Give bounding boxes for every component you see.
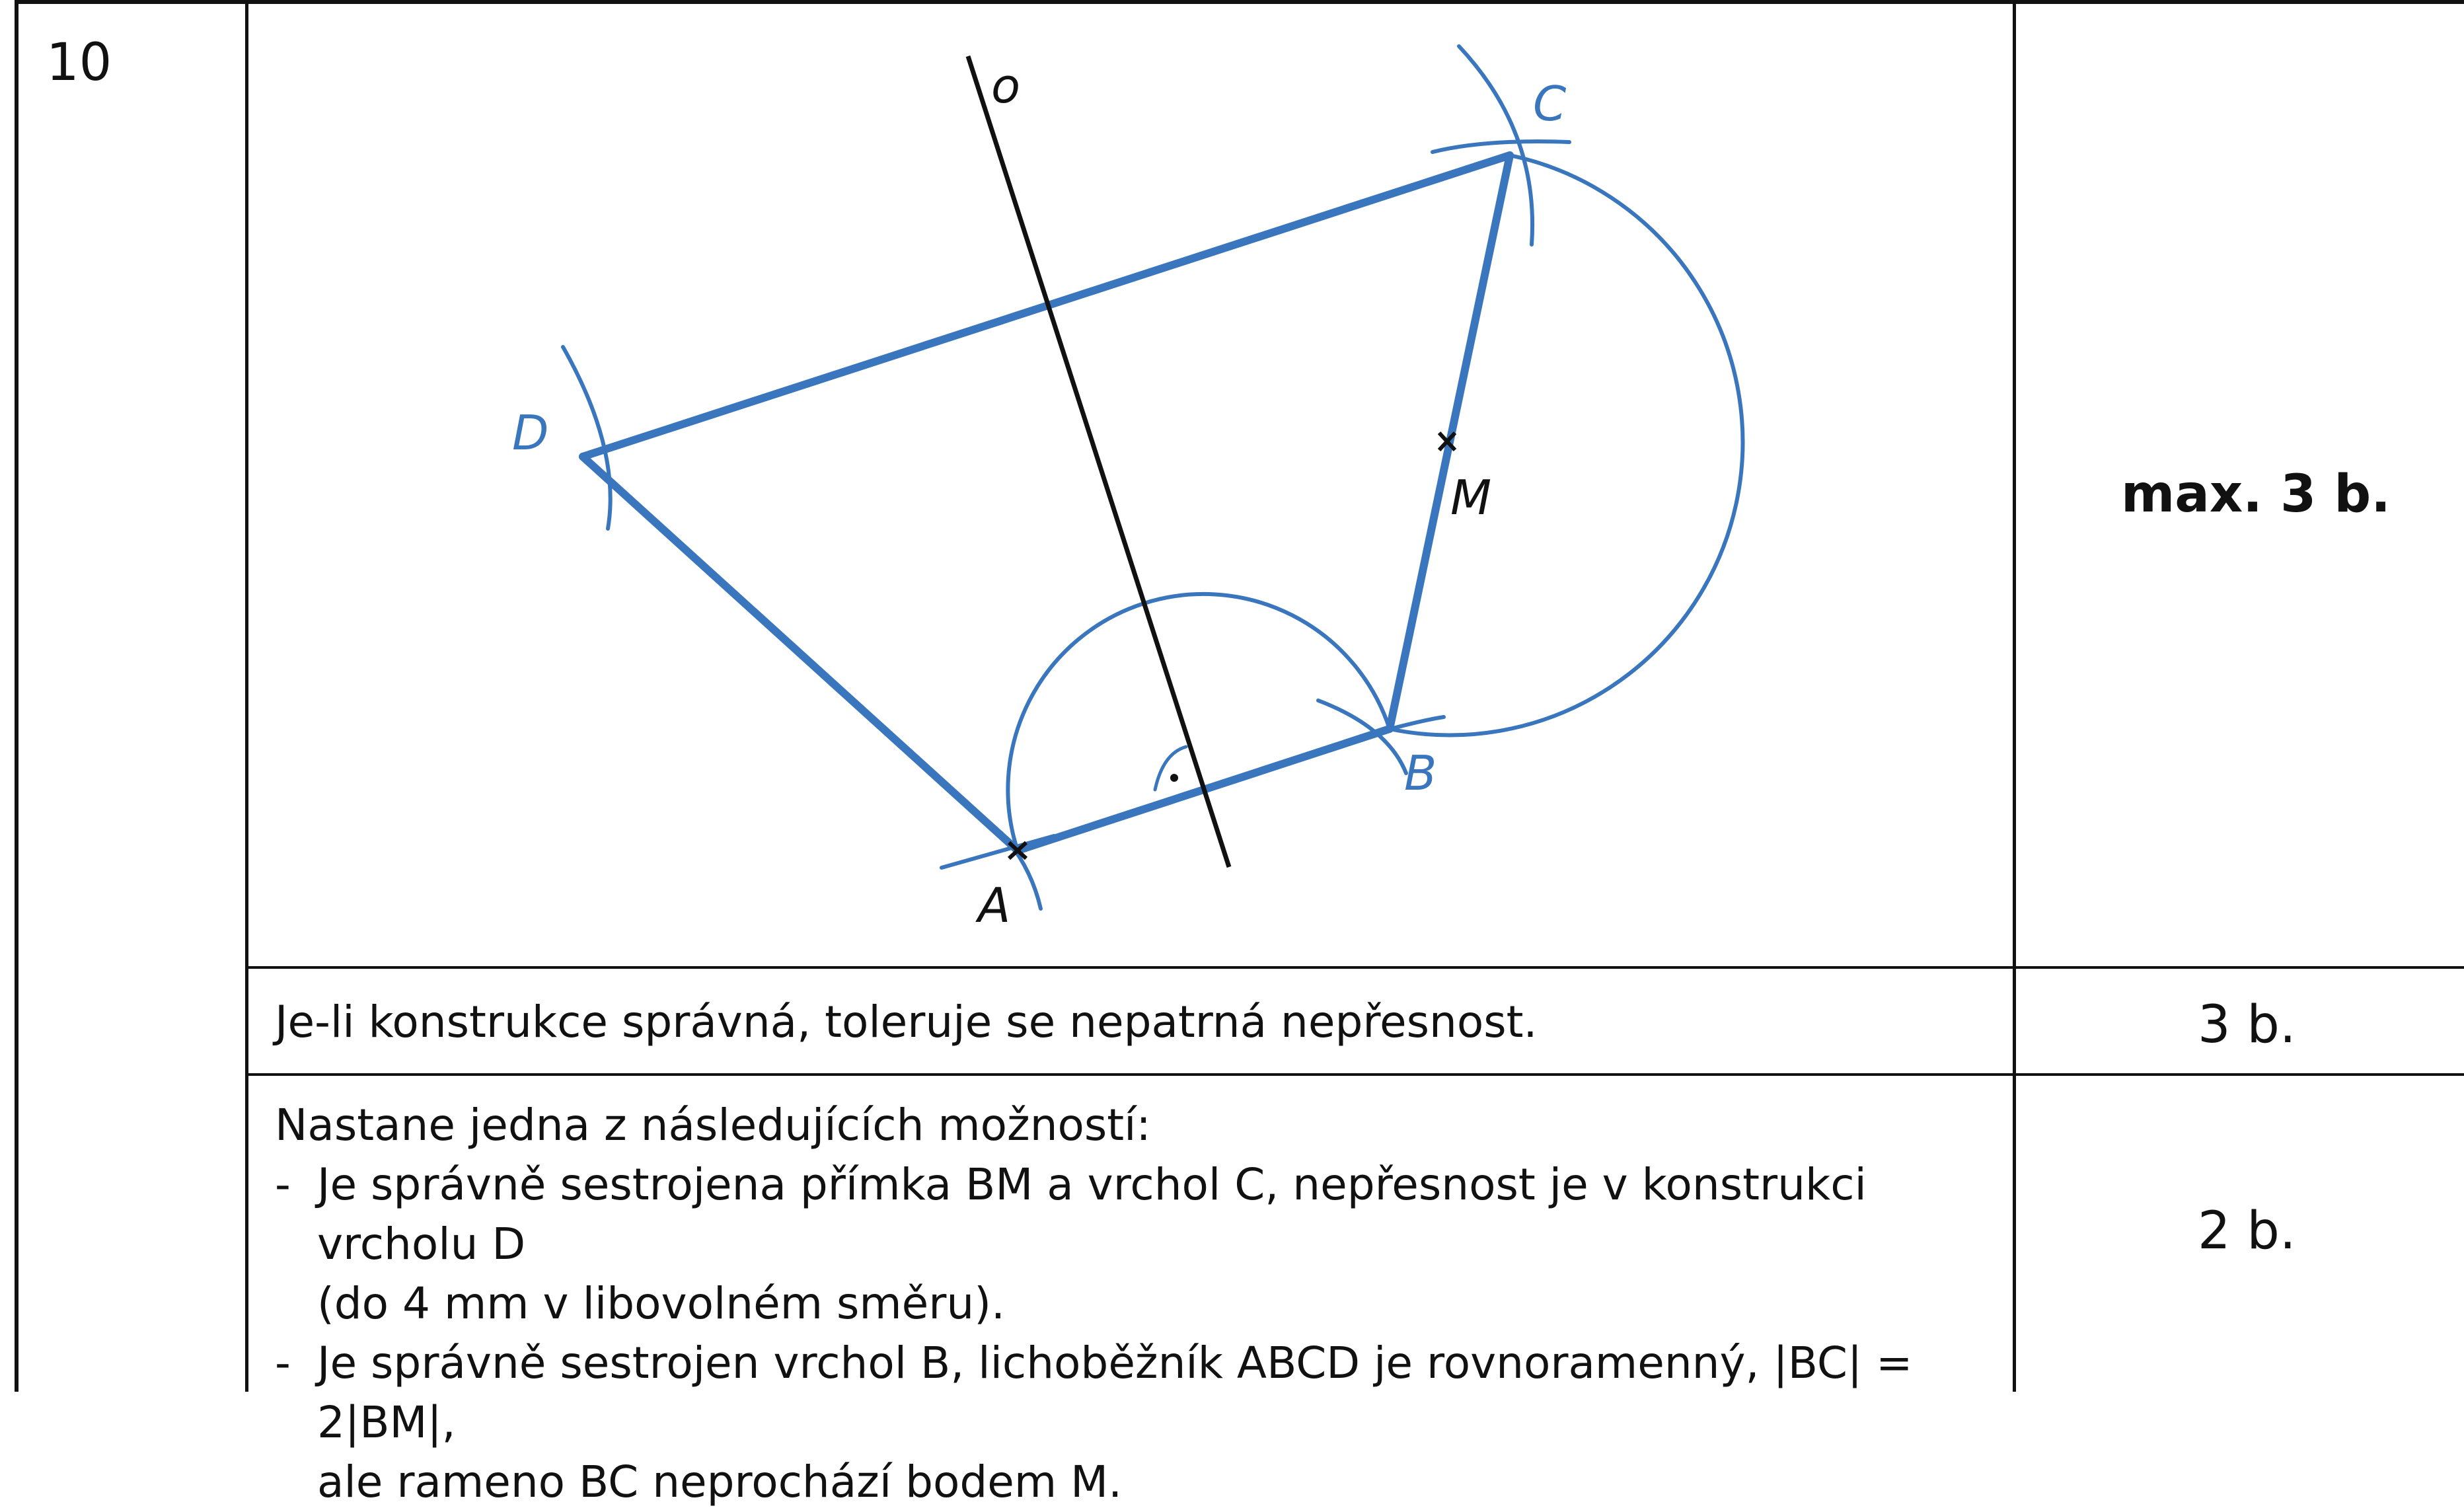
side-da [579,453,1022,854]
arc-mark-a-2 [999,831,1043,911]
option-2-line-2: ale rameno BC neprochází bodem M. [317,1456,1123,1507]
arc-mark-a-1 [940,834,1056,870]
option-2-line-1: Je správně sestrojen vrchol B, lichoběžn… [317,1338,1913,1448]
label-m: M [1450,470,1491,525]
bullet-dash: - [275,1338,291,1388]
option-1-line-1: Je správně sestrojena přímka BM a vrchol… [317,1159,1867,1269]
criterion-partial-intro: Nastane jedna z následujících možností: [275,1100,1151,1151]
criterion-full-points: 3 b. [2198,995,2296,1055]
label-a: A [975,878,1010,933]
label-o: o [991,58,1020,114]
max-points: max. 3 b. [2121,465,2391,524]
criterion-full-text: Je-li konstrukce správná, toleruje se ne… [275,997,1538,1047]
arc-mark-d [561,345,613,531]
line-o [965,55,1232,868]
arc-ab [1006,591,1392,852]
arc-mark-c-2 [1431,139,1571,154]
criterion-partial-points: 2 b. [2198,1201,2296,1261]
arc-mark-b-2 [1359,715,1446,739]
row-divider-1 [245,966,2464,969]
task-number: 10 [46,33,112,93]
table-top-border [15,0,2464,4]
right-angle-mark [1153,745,1188,792]
right-angle-dot [1170,774,1178,782]
criterion-partial-option-2: - Je správně sestrojen vrchol B, lichobě… [275,1334,1993,1512]
arc-mark-c-1 [1457,44,1535,246]
arc-bc [1388,153,1745,737]
point-a-cross-2 [1007,841,1028,860]
column-divider-2 [2013,0,2016,1392]
label-b: B [1404,745,1437,801]
option-1-line-2: (do 4 mm v libovolném směru). [317,1278,1005,1329]
criterion-partial: Nastane jedna z následujících možností: … [275,1096,1993,1512]
criterion-partial-option-1: - Je správně sestrojena přímka BM a vrch… [275,1155,1993,1334]
label-d: D [512,405,548,461]
point-m-cross-2 [1437,431,1457,452]
row-divider-2 [245,1073,2464,1076]
bullet-dash: - [275,1159,291,1210]
construction-figure: o C D M B A [512,44,1745,933]
label-c: C [1533,76,1567,132]
column-divider-1 [245,0,248,1392]
table-left-border [15,0,19,1392]
